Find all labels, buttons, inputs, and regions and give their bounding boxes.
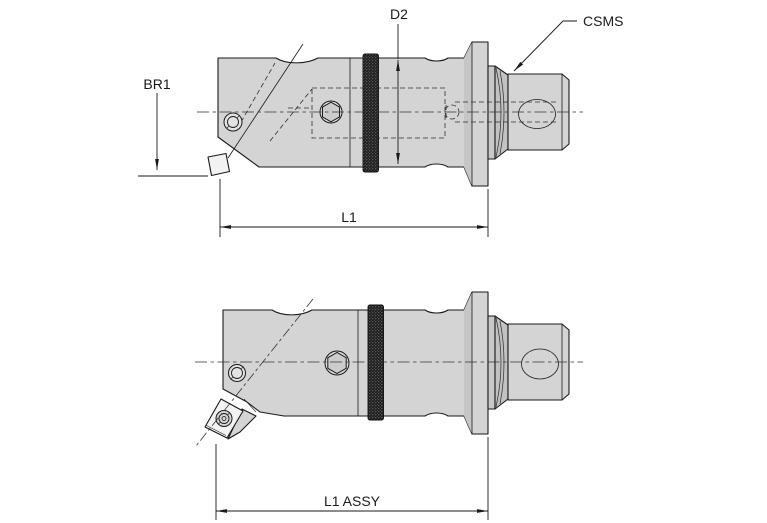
clamp-screw-icon-2	[228, 364, 246, 382]
groove-curve-3	[495, 317, 502, 408]
callout-label-csms: CSMS	[583, 13, 623, 29]
pocket-plane-line	[227, 43, 304, 159]
dimension-label-l1-assy: L1 ASSY	[324, 493, 381, 509]
hidden-coolant-hole	[444, 104, 460, 120]
hidden-slot-edge-2	[269, 88, 313, 142]
flange-disc-2	[487, 315, 496, 410]
dimension-label-l1: L1	[341, 209, 357, 225]
holder-body	[217, 41, 489, 187]
insert-screw-icon	[215, 410, 233, 427]
dimension-d2: D2	[390, 6, 408, 164]
assembly-body	[222, 291, 489, 435]
bottom-view: L1 ASSY	[195, 291, 583, 520]
hex-adjust-screw-icon-2	[324, 350, 350, 376]
top-view: BR1 D2 CSMS L1	[138, 6, 623, 237]
insert-square	[207, 152, 231, 177]
groove-curve-2	[499, 70, 505, 155]
dimension-label-br1: BR1	[143, 76, 170, 92]
knurled-ring-2	[367, 304, 384, 421]
flange-disc	[487, 65, 496, 160]
flange-slant-shade-2	[464, 292, 472, 434]
clamp-screw-icon	[223, 112, 243, 132]
dimension-l1-assy: L1 ASSY	[215, 437, 489, 520]
drive-slot-ellipse	[518, 99, 556, 129]
insert-edge-land	[206, 425, 227, 436]
dimension-label-d2: D2	[390, 6, 408, 22]
dimension-br1: BR1	[138, 76, 208, 177]
knurled-ring	[362, 53, 379, 173]
nose-crease	[243, 398, 257, 413]
dimension-l1: L1	[219, 179, 489, 237]
pocket-axis-dashdot	[195, 298, 314, 447]
flange-slant-shade	[464, 42, 472, 186]
drive-slot-ellipse-2	[521, 348, 559, 380]
callout-csms: CSMS	[513, 13, 623, 72]
